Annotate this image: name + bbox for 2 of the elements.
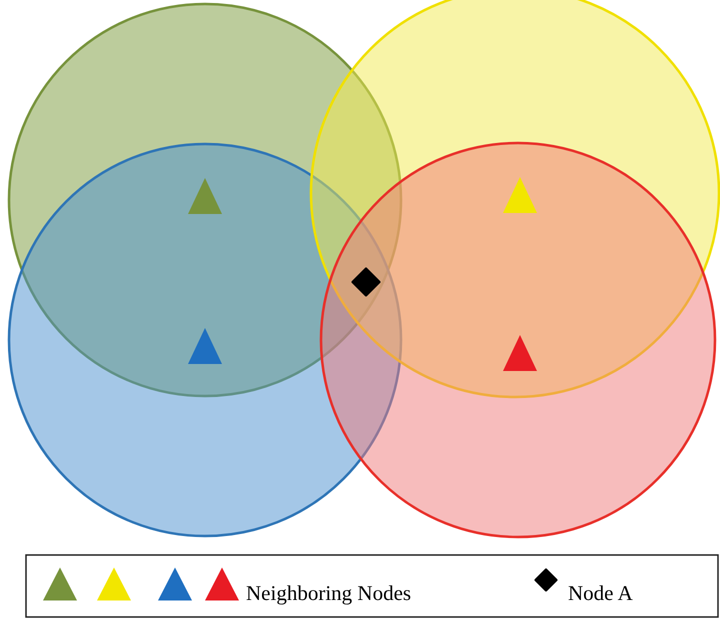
legend-label: Node A [568,581,633,605]
legend-label: Neighboring Nodes [246,581,412,605]
